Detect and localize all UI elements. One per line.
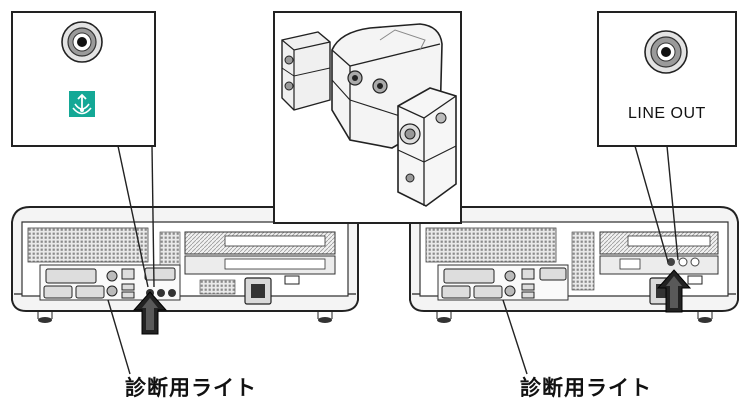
audio-jack-icon xyxy=(61,21,103,63)
up-arrow-icon xyxy=(656,269,692,313)
left-computer xyxy=(11,206,359,323)
diagnostic-light-label-right: 診断用ライト xyxy=(520,376,652,400)
left-inset-leader-b xyxy=(151,145,155,288)
left-inset xyxy=(11,11,156,147)
left-inset-leader-a xyxy=(117,145,149,288)
right-computer xyxy=(409,206,739,323)
right-callout-leader xyxy=(502,299,528,375)
right-inset xyxy=(597,11,737,147)
left-callout-leader xyxy=(107,299,131,375)
right-inset-leader-a xyxy=(634,145,669,263)
speaker-left xyxy=(281,31,331,111)
audio-out-icon xyxy=(69,91,95,117)
right-inset-leader-b xyxy=(666,145,679,261)
up-arrow-icon xyxy=(132,291,168,335)
diagnostic-light-label-left: 診断用ライト xyxy=(125,376,257,400)
line-out-jack-icon xyxy=(644,30,688,74)
speakers-inset xyxy=(273,11,462,224)
leader-lines xyxy=(107,145,679,375)
speaker-right xyxy=(397,87,457,207)
line-out-label: LINE OUT xyxy=(628,105,706,122)
